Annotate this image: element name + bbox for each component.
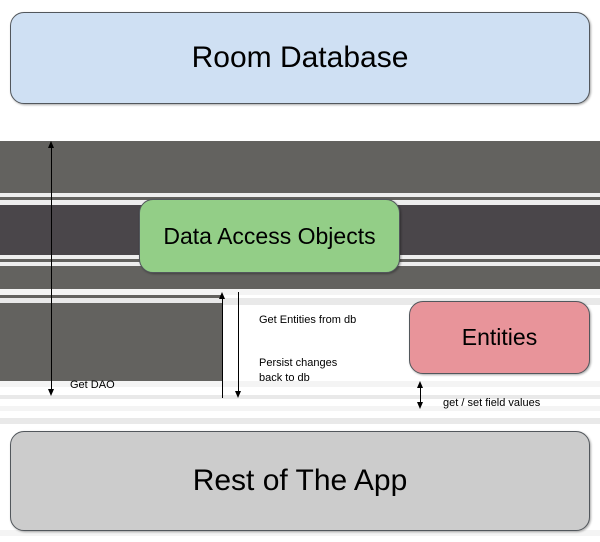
connector-line [222, 297, 223, 398]
arrowhead-down-icon [417, 402, 423, 409]
connector-get-dao [48, 141, 56, 396]
connector-get-entities-from-db [219, 292, 227, 398]
background-band [0, 303, 223, 381]
background-band [0, 295, 223, 298]
arrowhead-up-icon [48, 141, 54, 148]
connector-get-set-field-values [417, 381, 425, 409]
connector-line [238, 292, 239, 393]
background-band [0, 289, 600, 295]
connector-line [51, 146, 52, 391]
arrowhead-up-icon [417, 381, 423, 388]
node-entities-label: Entities [461, 324, 538, 351]
node-data-access-objects[interactable]: Data Access Objects [139, 199, 400, 273]
background-band [0, 418, 600, 424]
edge-label-get-set-field-values: get / set field values [443, 397, 541, 409]
arrowhead-up-icon [219, 292, 225, 299]
arrowhead-down-icon [235, 391, 241, 398]
edge-label-get-dao: Get DAO [70, 379, 115, 391]
background-band [0, 193, 600, 197]
node-room-database[interactable]: Room Database [10, 12, 590, 104]
node-entities[interactable]: Entities [409, 301, 590, 374]
edge-label-persist-changes-back-to-db: Persist changes back to db [259, 357, 338, 384]
node-room-database-label: Room Database [191, 40, 409, 74]
node-rest-of-the-app[interactable]: Rest of The App [10, 431, 590, 531]
background-band [0, 141, 600, 193]
node-rest-of-the-app-label: Rest of The App [192, 463, 408, 497]
edge-label-get-entities-from-db: Get Entities from db [259, 314, 357, 326]
connector-persist-changes-back-to-db [235, 292, 243, 398]
arrowhead-down-icon [48, 389, 54, 396]
node-data-access-objects-label: Data Access Objects [163, 222, 376, 249]
